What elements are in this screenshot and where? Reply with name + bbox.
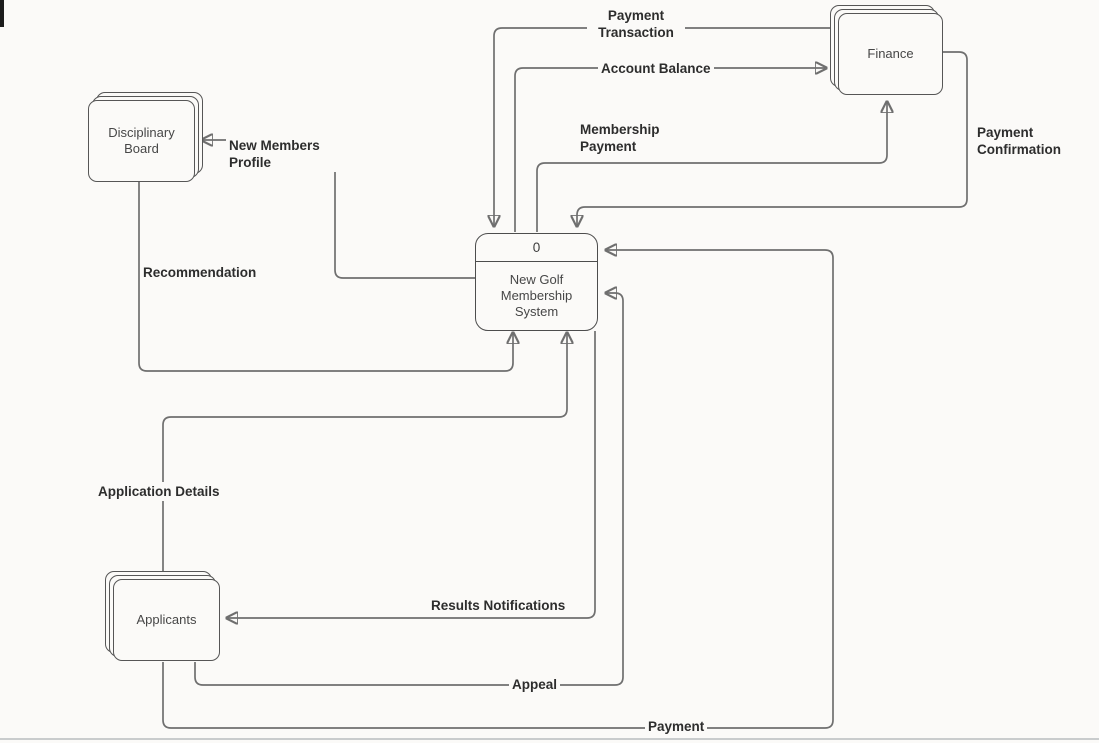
flow-label-appeal: Appeal xyxy=(509,675,561,694)
flow-label-recommendation: Recommendation xyxy=(140,263,260,282)
entity-disciplinary-board: Disciplinary Board xyxy=(88,92,203,182)
flow-label-application-details: Application Details xyxy=(95,482,223,501)
flow-label-payment-transaction: Payment Transaction xyxy=(587,6,685,42)
entity-applicants: Applicants xyxy=(105,571,220,661)
flow-line-account-balance xyxy=(514,68,825,232)
flow-line-payment-confirmation xyxy=(577,51,968,225)
scan-artifact-mark xyxy=(0,0,4,27)
flow-label-text: Membership Payment xyxy=(580,122,660,154)
flow-line-appeal xyxy=(194,293,624,686)
flow-label-results-notifications: Results Notifications xyxy=(428,596,569,615)
flow-label-text: Payment Transaction xyxy=(598,8,674,40)
flow-label-membership-payment: Membership Payment xyxy=(577,120,678,156)
process-name-label: New Golf Membership System xyxy=(500,272,573,319)
flow-line-recommendation xyxy=(138,182,513,372)
entity-finance: Finance xyxy=(830,5,943,95)
flow-label-text: Application Details xyxy=(98,484,220,499)
flow-label-text: New Members Profile xyxy=(229,138,320,170)
flow-label-text: Payment Confirmation xyxy=(977,125,1061,157)
flow-line-membership-payment xyxy=(536,103,887,232)
entity-finance-label: Finance xyxy=(867,46,914,61)
entity-disciplinary-board-card: Disciplinary Board xyxy=(88,100,195,182)
process-number: 0 xyxy=(476,234,597,262)
flow-label-text: Recommendation xyxy=(143,265,257,280)
page-bottom-edge xyxy=(0,738,1099,740)
entity-applicants-label: Applicants xyxy=(136,612,197,627)
flow-label-payment-confirmation: Payment Confirmation xyxy=(974,123,1080,159)
flow-line-results-notifications xyxy=(228,331,596,618)
flow-label-payment: Payment xyxy=(645,717,708,736)
process-name: New Golf Membership System xyxy=(476,262,597,330)
flow-label-new-members-profile: New Members Profile xyxy=(226,136,340,172)
flow-label-account-balance: Account Balance xyxy=(598,59,714,78)
flow-line-application-details xyxy=(162,334,567,580)
flow-line-payment-transaction xyxy=(494,27,838,225)
flow-label-text: Account Balance xyxy=(601,61,711,76)
flow-label-text: Payment xyxy=(648,719,705,734)
process-number-label: 0 xyxy=(532,240,541,255)
flow-label-text: Appeal xyxy=(512,677,558,692)
flow-label-text: Results Notifications xyxy=(431,598,566,613)
process-new-golf-membership-system: 0 New Golf Membership System xyxy=(475,233,598,331)
entity-disciplinary-board-label: Disciplinary Board xyxy=(108,125,175,156)
entity-applicants-card: Applicants xyxy=(113,579,220,661)
flow-line-payment xyxy=(162,250,834,729)
entity-finance-card: Finance xyxy=(838,13,943,95)
